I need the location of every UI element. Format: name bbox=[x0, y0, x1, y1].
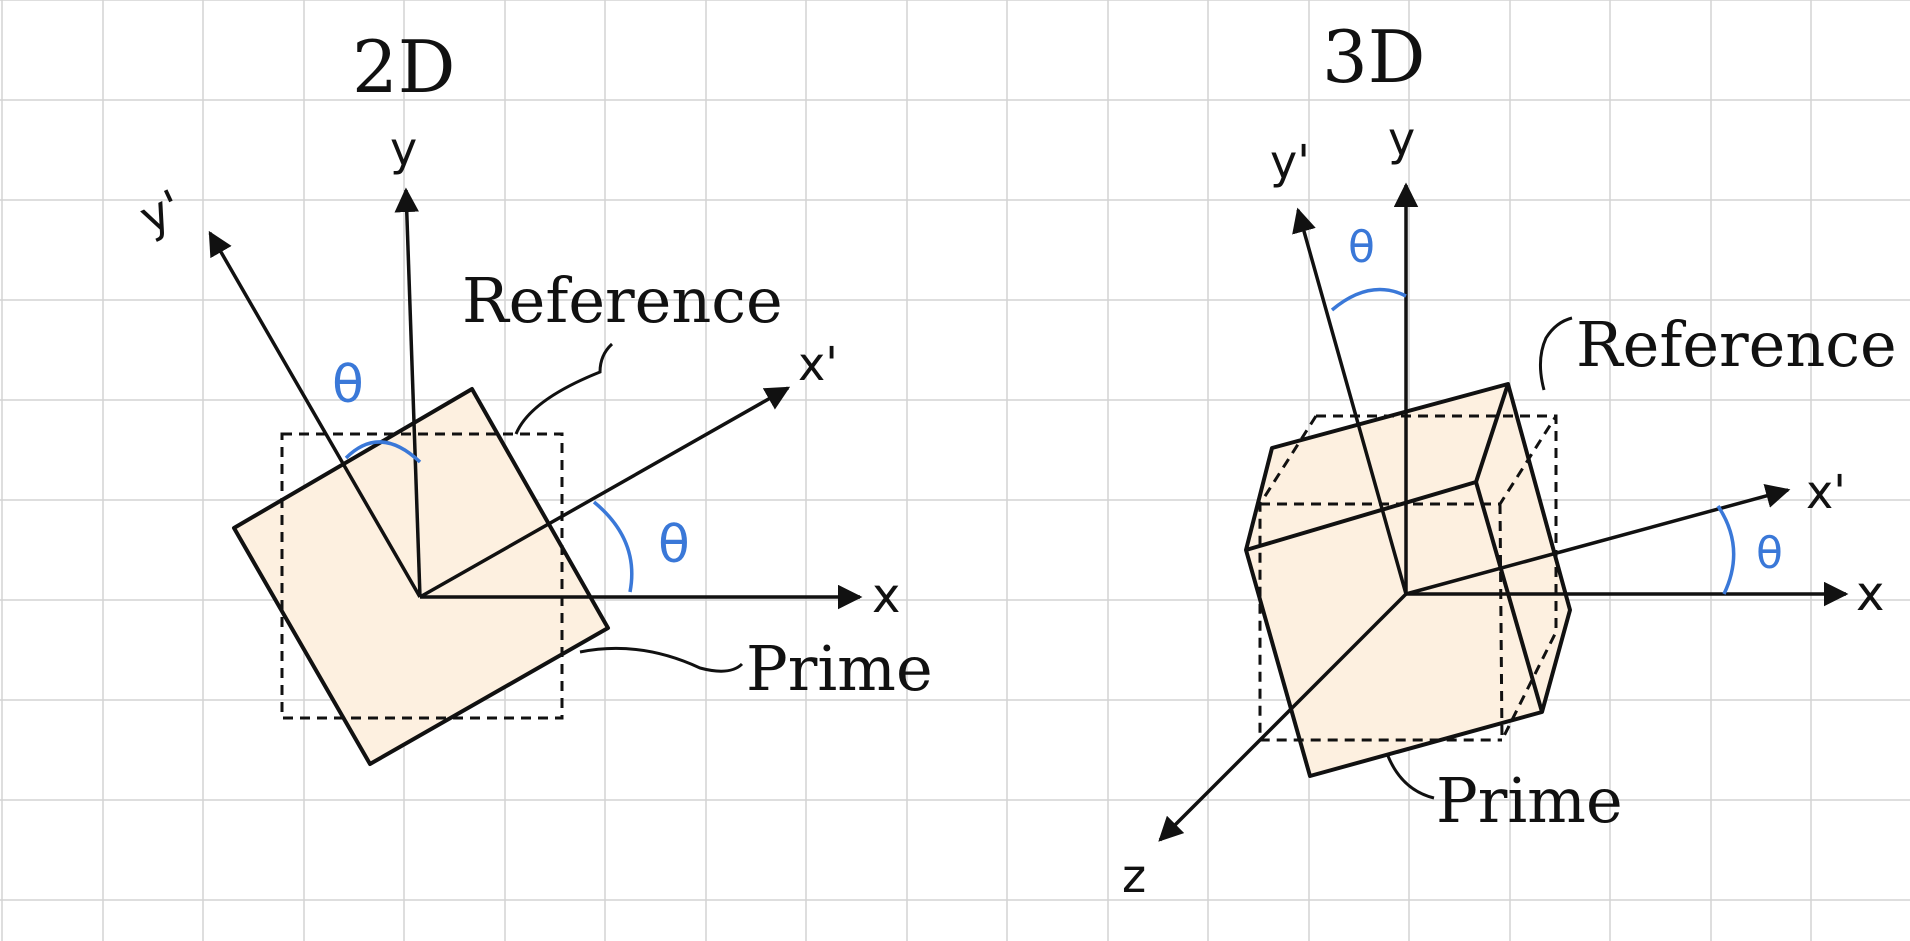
theta-label-y-2d: θ bbox=[332, 355, 364, 415]
y-prime-axis-label-2d: y' bbox=[131, 179, 190, 245]
theta-arc-x-3d bbox=[1716, 505, 1736, 595]
y-prime-axis-2d bbox=[208, 230, 422, 598]
panel-2d: 2D x y x' y' θ θ Reference Prime bbox=[131, 25, 933, 766]
prime-label-2d: Prime bbox=[746, 632, 933, 705]
theta-label-y-3d: θ bbox=[1348, 222, 1375, 273]
theta-arc-y-2d bbox=[344, 440, 422, 464]
z-axis-3d bbox=[1158, 592, 1408, 842]
y-axis-2d bbox=[394, 187, 422, 598]
reference-box-3d bbox=[1258, 414, 1558, 742]
theta-arc-y-3d bbox=[1330, 287, 1407, 312]
panel-3d: 3D x y z x' y' θ θ Reference P bbox=[1122, 15, 1897, 903]
x-axis-label-3d: x bbox=[1856, 566, 1884, 622]
x-prime-axis-3d bbox=[1405, 483, 1791, 596]
x-prime-axis-label-2d: x' bbox=[798, 337, 838, 391]
y-axis-label-3d: y bbox=[1388, 112, 1415, 166]
y-axis-label-2d: y bbox=[390, 122, 417, 176]
z-axis-label-3d: z bbox=[1122, 849, 1146, 903]
x-prime-axis-label-3d: x' bbox=[1806, 465, 1846, 519]
panel-3d-title: 3D bbox=[1322, 15, 1426, 99]
prime-label-3d: Prime bbox=[1436, 764, 1623, 837]
prime-box-3d bbox=[1244, 382, 1572, 778]
x-axis-label-2d: x bbox=[872, 568, 900, 624]
theta-label-x-3d: θ bbox=[1756, 528, 1783, 579]
y-prime-axis-label-3d: y' bbox=[1270, 135, 1310, 189]
theta-label-x-2d: θ bbox=[658, 515, 690, 575]
prime-leader-2d bbox=[579, 646, 744, 673]
reference-leader-2d bbox=[514, 342, 614, 435]
panel-2d-title: 2D bbox=[352, 25, 456, 109]
prime-leader-3d bbox=[1386, 755, 1435, 800]
theta-arc-x-2d bbox=[592, 500, 634, 593]
reference-label-2d: Reference bbox=[462, 264, 783, 337]
x-prime-axis-2d bbox=[419, 386, 791, 599]
prime-box-inner-edge-down-3d bbox=[1474, 481, 1544, 713]
reference-label-3d: Reference bbox=[1576, 308, 1897, 381]
reference-square-2d bbox=[280, 432, 564, 720]
y-prime-axis-3d bbox=[1292, 207, 1408, 595]
reference-leader-3d bbox=[1539, 316, 1573, 391]
